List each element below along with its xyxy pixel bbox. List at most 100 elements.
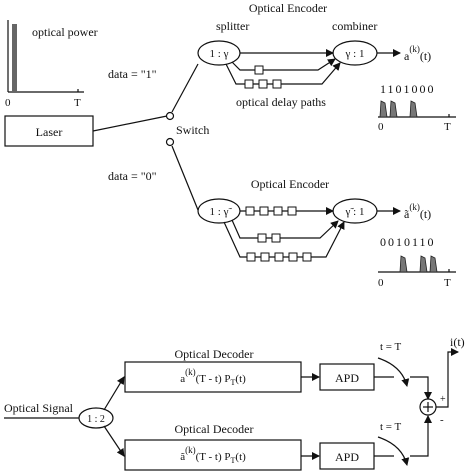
optical-power-label: optical power [32, 25, 98, 39]
laser-label: Laser [36, 125, 63, 139]
switch: Switch [165, 111, 209, 147]
apd1-label: APD [335, 371, 359, 385]
encoder2-delay-element [274, 252, 284, 262]
encoder2-splitter-ratio: 1 : γ̃ [210, 206, 233, 218]
encoder2-output-label: ã(k)(t) [404, 202, 431, 221]
encoder1-delay-path-1 [231, 58, 336, 71]
power-pulse [12, 24, 17, 92]
optical-power-plot: optical power 0 T [5, 20, 98, 109]
decoder2-expr-body: (T - t) P [196, 451, 231, 463]
data-zero-label: data = "0" [108, 169, 157, 183]
summer-minus-sign: - [440, 414, 444, 426]
encoder2-combiner-ratio: γ̃ : 1 [345, 206, 365, 218]
decoder1-expression: a(k)(T - t) PT(t) [180, 367, 246, 387]
encoder2-delay-element [288, 252, 298, 262]
encoder2-output-base: ã [404, 207, 410, 221]
optical-signal-label: Optical Signal [4, 401, 74, 415]
sampler1-to-summer-line [410, 376, 432, 400]
encoder1-delay-element [244, 79, 254, 89]
laser-box [4, 115, 94, 147]
decoder-section: Optical Signal 1 : 2 Optical Decoder a(k… [4, 335, 465, 471]
laser-to-switch-line [92, 115, 168, 132]
encoder1-pulse [409, 100, 418, 118]
output-current-label: i(t) [450, 335, 465, 349]
switch-bottom-contact [165, 137, 175, 147]
encoder2-delay-path-2 [231, 219, 339, 239]
encoder2-delay-element [271, 233, 281, 243]
decoder2-expr-arg: (t) [235, 451, 246, 463]
apd2-label: APD [335, 450, 359, 464]
apd1-box [319, 363, 375, 391]
summer-output-line [436, 348, 459, 408]
switch-label: Switch [176, 123, 209, 137]
decoder1-expr-body: (T - t) P [196, 373, 231, 385]
data-one-label: data = "1" [108, 67, 157, 81]
encoder2-pulse [399, 255, 408, 273]
decoder1-expr-base: a [180, 373, 185, 385]
decoder2-expr-base: ã [180, 451, 185, 463]
sampler2-label: t = T [380, 421, 402, 433]
sampler2-switch [377, 436, 410, 466]
decoder1-box [124, 361, 302, 393]
sampler1-label: t = T [380, 341, 402, 353]
decoder-splitter [78, 407, 114, 429]
encoder2-delay-element [302, 252, 312, 262]
decoder2-expression: ã(k)(T - t) PT(t) [180, 445, 246, 465]
encoder2-delay-element [273, 206, 283, 216]
encoder1-pulse-train [378, 100, 456, 118]
decoder2-title: Optical Decoder [175, 422, 254, 436]
encoder2-axis-start: 0 [378, 277, 384, 289]
encoder2-pulse-train [378, 255, 456, 273]
decoder2-expr-sub: T [231, 456, 236, 465]
encoder2-delay-element [246, 252, 256, 262]
decoder1-expr-arg: (t) [235, 373, 246, 385]
encoder2-pulse [419, 255, 428, 273]
encoder2-delay-element [259, 206, 269, 216]
decoder-splitter-ratio: 1 : 2 [87, 414, 105, 425]
encoder2-delay-element [287, 206, 297, 216]
optical-encoder-2: Optical Encoder 1 : γ̃ γ̃ : 1 ã(k)(t) 00… [197, 177, 456, 289]
encoder2-output-arg: (t) [420, 207, 431, 221]
encoder1-combiner-ratio: γ : 1 [345, 48, 365, 60]
summer-plus-sign: + [440, 394, 446, 405]
encoder2-axis-end: T [444, 277, 451, 289]
decoder1-expr-sup: (k) [185, 367, 196, 377]
decoder1-expr-sub: T [231, 378, 236, 387]
sampler1-switch [377, 357, 410, 387]
decoder2-expr-sup: (k) [185, 445, 196, 455]
power-axis-start: 0 [5, 97, 11, 109]
encoder2-delay-element [257, 233, 267, 243]
encoder1-axis-end: T [444, 121, 451, 133]
encoder2-output-sup: (k) [409, 202, 420, 212]
splitter-label: splitter [216, 19, 249, 33]
encoder2-code: 0010110 [380, 235, 436, 249]
delay-paths-label: optical delay paths [236, 95, 326, 109]
sampler2-to-summer-line [410, 415, 432, 457]
encoder1-output-base: a [404, 49, 410, 63]
encoder1-splitter-ratio: 1 : γ [210, 48, 229, 60]
encoder1-output-arg: (t) [420, 49, 431, 63]
laser-block: Laser [4, 115, 94, 147]
encoder1-delay-element [272, 79, 282, 89]
encoder2-delay-path-3 [223, 221, 345, 258]
encoder2-delay-element [245, 206, 255, 216]
encoder1-title: Optical Encoder [249, 1, 327, 15]
encoder1-pulse [379, 100, 388, 118]
encoder1-axis-start: 0 [378, 121, 384, 133]
encoder1-delay-element [258, 79, 268, 89]
optical-encoder-1: Optical Encoder splitter combiner 1 : γ … [197, 1, 456, 133]
encoder2-pulse [429, 255, 438, 273]
switch-top-contact [165, 111, 175, 121]
encoder1-code: 1101000 [380, 82, 436, 96]
combiner-label: combiner [332, 19, 377, 33]
splitter-to-decoder1-line [103, 376, 125, 411]
encoder1-output-sup: (k) [409, 44, 420, 54]
decoder1-title: Optical Decoder [175, 347, 254, 361]
splitter-to-decoder2-line [103, 425, 125, 457]
power-axis-end: T [74, 97, 81, 109]
switch-to-encoder2-line [171, 145, 199, 211]
apd2-box [319, 442, 375, 470]
encoder2-delay-element [260, 252, 270, 262]
